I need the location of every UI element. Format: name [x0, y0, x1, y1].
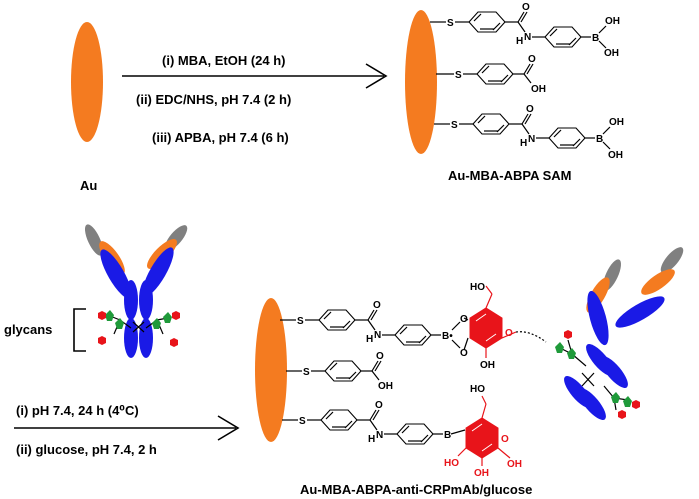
antibody-left — [84, 224, 188, 358]
svg-text:OH: OH — [531, 84, 546, 95]
svg-text:S: S — [303, 367, 310, 378]
svg-text:S: S — [447, 18, 454, 29]
glycans-bracket — [73, 308, 86, 352]
svg-text:OH: OH — [507, 459, 522, 470]
top-arrow-head — [365, 63, 388, 89]
svg-text:OH: OH — [474, 468, 489, 479]
svg-text:O: O — [373, 300, 381, 311]
svg-text:O: O — [526, 104, 534, 115]
sam-chain-amide-1: S O N H B OH OH — [430, 2, 620, 59]
svg-text:H: H — [368, 434, 375, 445]
svg-text:B: B — [596, 134, 603, 145]
top-step-3: (iii) APBA, pH 7.4 (6 h) — [152, 130, 289, 145]
svg-text:N: N — [524, 32, 531, 43]
svg-text:O: O — [460, 314, 468, 325]
svg-text:H: H — [516, 36, 523, 47]
svg-text:O: O — [528, 54, 536, 65]
sam-chain-amide-2: S O N H B OH OH — [434, 104, 624, 161]
svg-text:O: O — [505, 328, 513, 339]
sam-chain-acid: S O OH — [436, 54, 546, 95]
svg-text:OH: OH — [378, 381, 393, 392]
svg-text:OH: OH — [480, 360, 495, 371]
final-chain-boronate-2: S O N H B O HO OH OH HO — [282, 384, 522, 479]
svg-text:B: B — [444, 430, 451, 441]
svg-text:OH: OH — [605, 16, 620, 27]
svg-text:B: B — [592, 33, 599, 44]
svg-text:O: O — [522, 2, 530, 13]
bottom-step-1: (i) pH 7.4, 24 h (4⁰C) — [16, 403, 139, 418]
final-chain-acid: S O OH — [286, 351, 393, 392]
svg-text:OH: OH — [608, 150, 623, 161]
bottom-arrow-head — [217, 415, 240, 441]
svg-text:OH: OH — [609, 117, 624, 128]
svg-text:S: S — [451, 120, 458, 131]
bottom-step-2: (ii) glucose, pH 7.4, 2 h — [16, 442, 157, 457]
svg-text:H: H — [520, 138, 527, 149]
svg-text:H: H — [366, 334, 373, 345]
svg-text:HO: HO — [470, 384, 485, 395]
svg-text:HO: HO — [444, 458, 459, 469]
svg-text:S: S — [299, 416, 306, 427]
svg-text:S: S — [455, 70, 462, 81]
top-step-2: (ii) EDC/NHS, pH 7.4 (2 h) — [136, 92, 291, 107]
svg-text:OH: OH — [604, 48, 619, 59]
svg-text:S: S — [297, 316, 304, 327]
svg-text:O: O — [375, 400, 383, 411]
au-label: Au — [80, 178, 97, 193]
gold-electrode-ellipse — [71, 22, 103, 142]
svg-text:HO: HO — [470, 282, 485, 293]
svg-text:O: O — [376, 351, 384, 362]
top-step-1: (i) MBA, EtOH (24 h) — [162, 53, 286, 68]
glycans-label: glycans — [4, 322, 52, 337]
final-chain-boronate-1: S O N H B• O O O HO OH — [280, 282, 517, 371]
final-electrode-ellipse — [255, 298, 287, 442]
svg-text:O: O — [460, 348, 468, 359]
sam-electrode-ellipse — [405, 10, 437, 154]
svg-text:N: N — [376, 430, 383, 441]
antibody-bound — [515, 247, 684, 420]
svg-text:O: O — [501, 434, 509, 445]
svg-text:B•: B• — [442, 331, 453, 342]
svg-text:N: N — [374, 330, 381, 341]
sam-product-label: Au-MBA-ABPA SAM — [448, 168, 571, 183]
final-product-label: Au-MBA-ABPA-anti-CRPmAb/glucose — [300, 482, 532, 497]
svg-text:N: N — [528, 134, 535, 145]
